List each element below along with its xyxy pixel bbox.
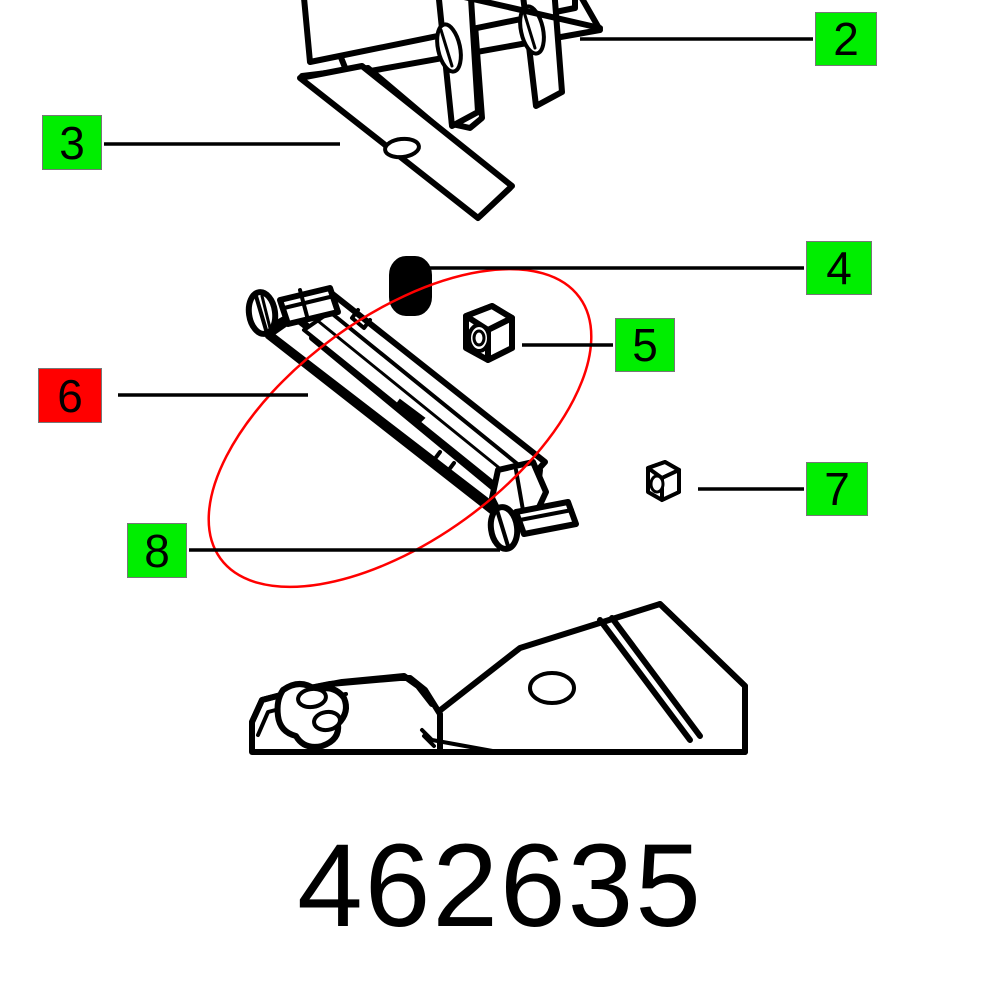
callout-2[interactable]: 2 [815,12,877,66]
part-3-flat-cover-plate [297,63,515,221]
part-5-hex-nut-large [463,303,515,363]
part-8-slotted-screw-upper [245,285,341,337]
leader-lines [104,37,813,552]
highlight-ellipse [207,267,593,589]
part-8-slotted-screw-lower [487,499,579,552]
callout-3[interactable]: 3 [42,115,102,170]
callout-8[interactable]: 8 [127,523,187,578]
callout-4[interactable]: 4 [806,241,872,295]
callout-7[interactable]: 7 [806,462,868,516]
callout-6[interactable]: 6 [38,368,102,423]
part-2-mounting-bracket [301,0,603,131]
part-6-guide-rail-assembly [262,289,549,527]
callout-5[interactable]: 5 [615,318,675,372]
part-number-label: 462635 [297,820,703,952]
part-base-housing [249,601,748,755]
part-7-hex-nut-small [646,460,681,502]
